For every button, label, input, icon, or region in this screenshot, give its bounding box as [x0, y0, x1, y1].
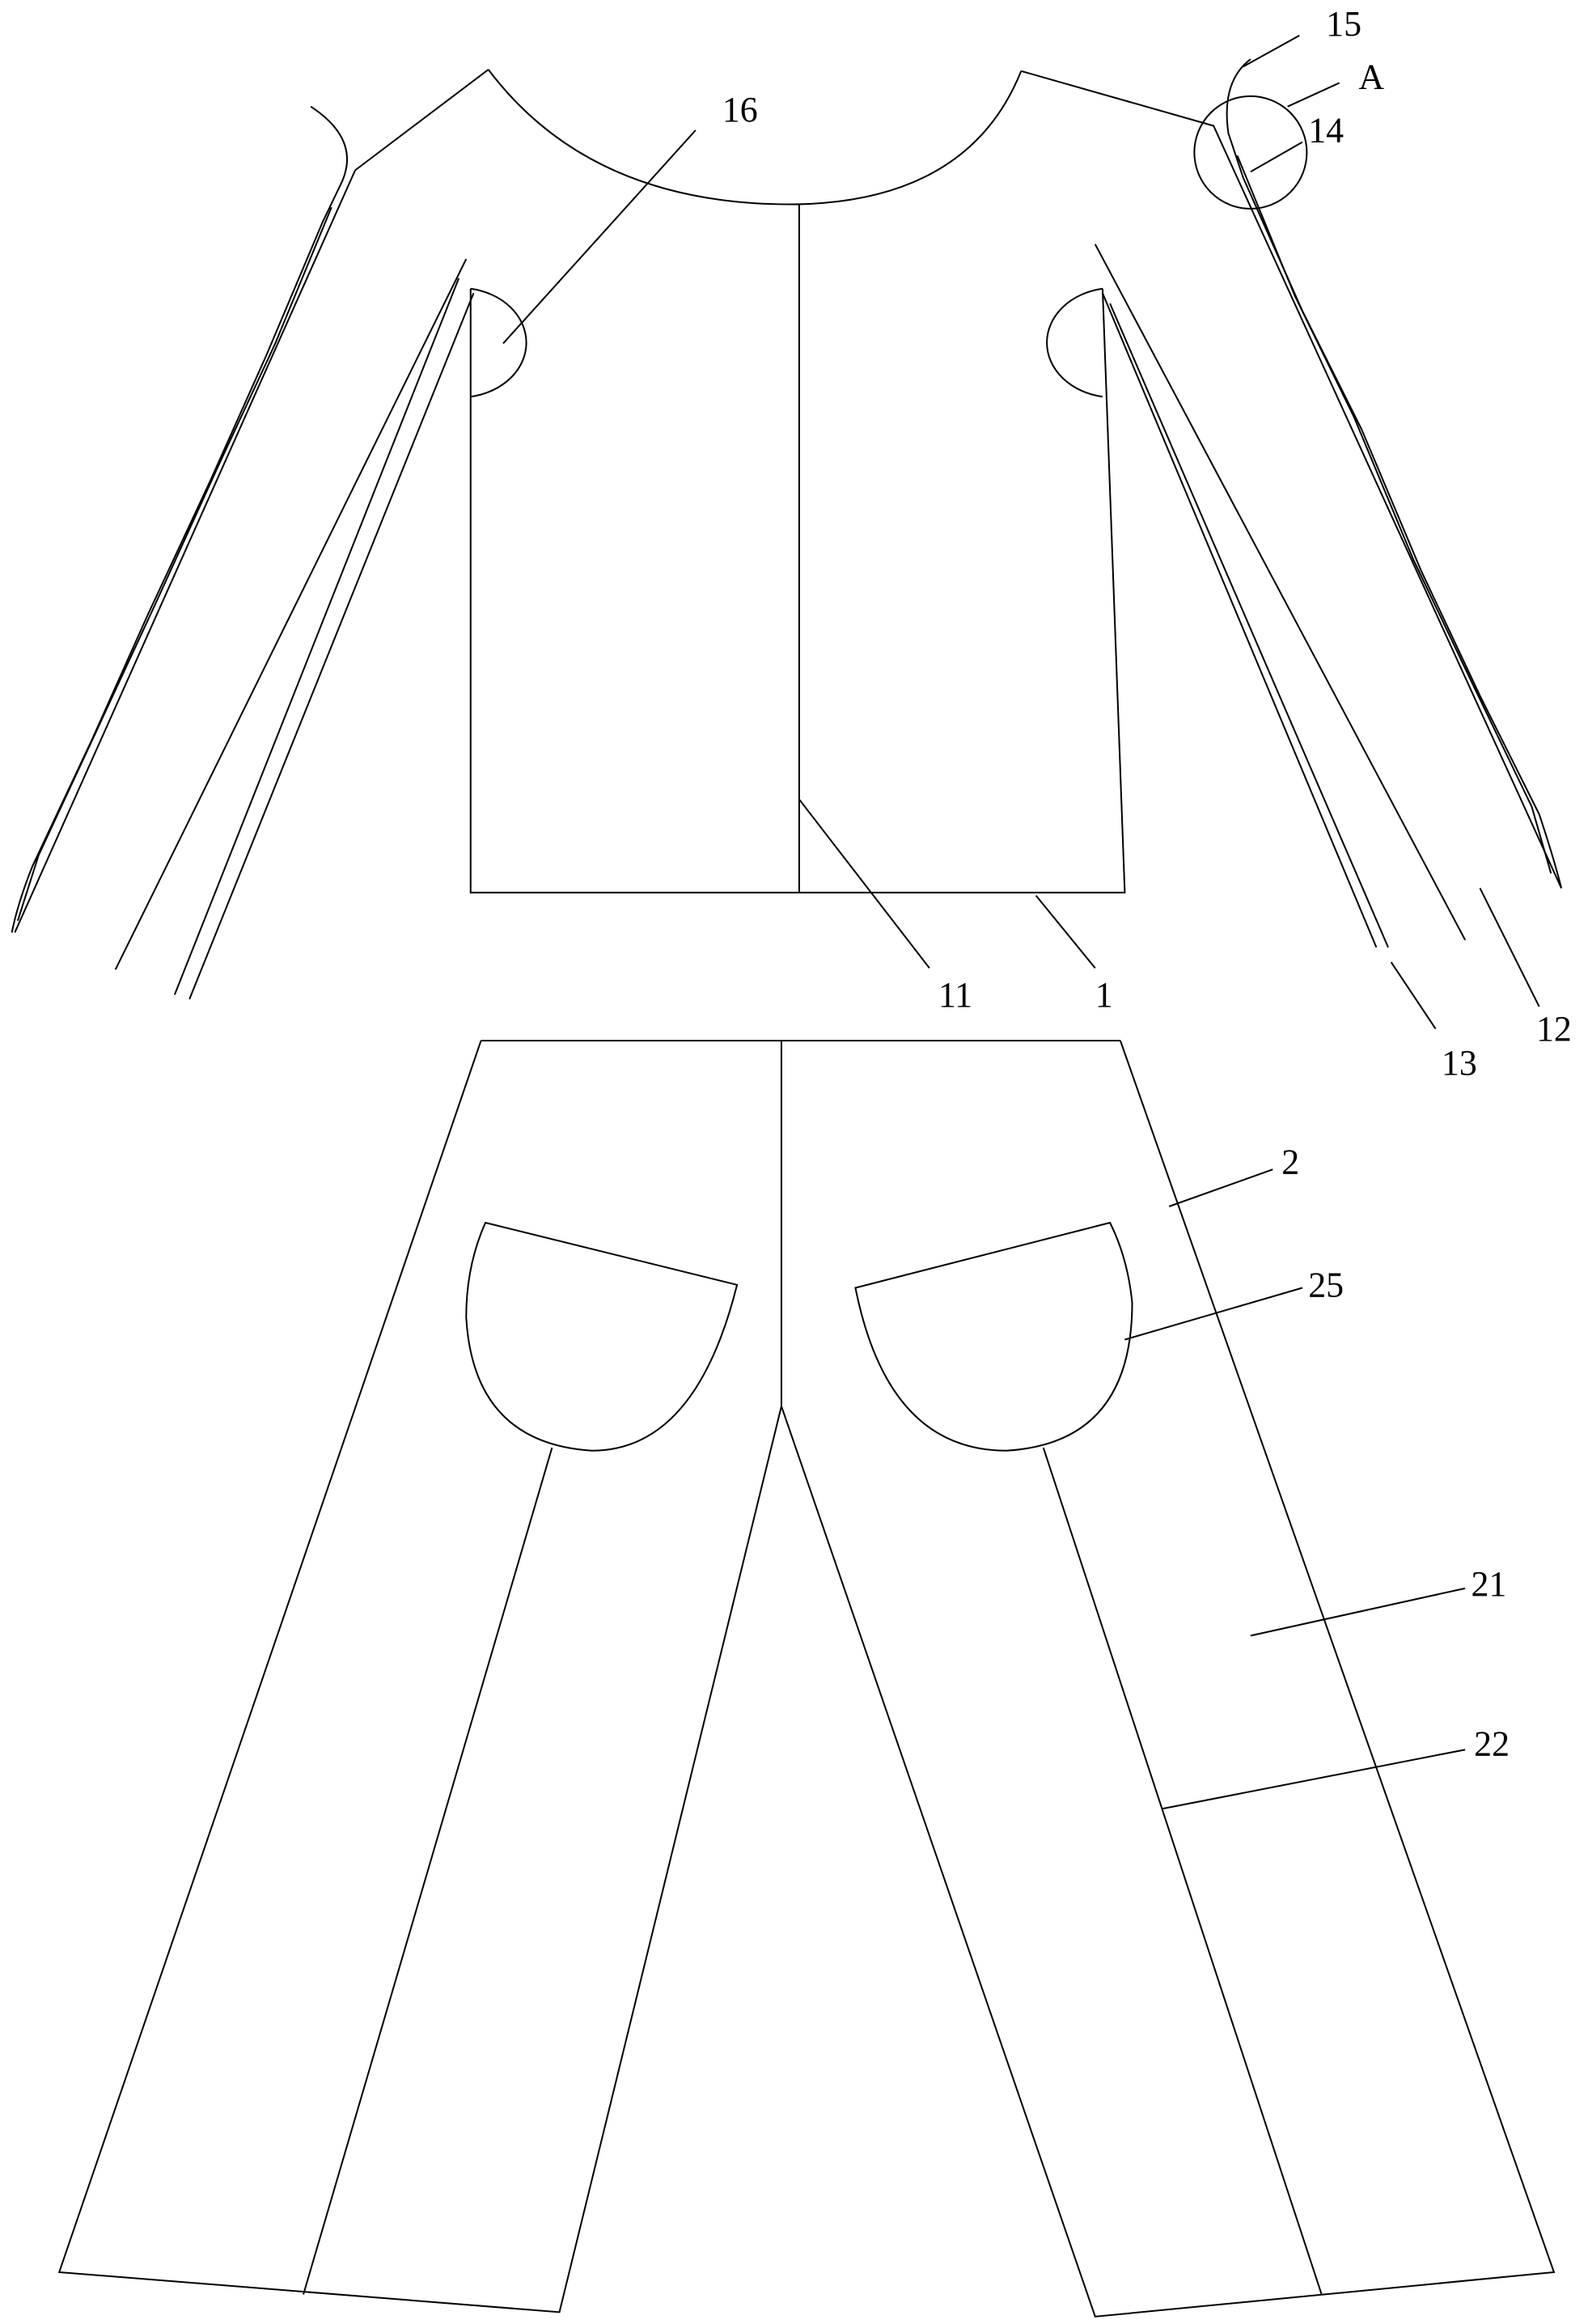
label-1: 1 — [1095, 976, 1113, 1015]
label-13: 13 — [1442, 1044, 1477, 1083]
right-shirt-pocket — [1046, 287, 1103, 398]
left-shoulder — [354, 69, 489, 172]
left-drawstring-2 — [16, 206, 332, 922]
label-16: 16 — [722, 91, 758, 129]
label-14: 14 — [1308, 112, 1344, 151]
right-stripe — [1042, 1447, 1323, 2295]
label-11: 11 — [938, 976, 972, 1015]
detail-callout-circle — [1193, 95, 1308, 210]
left-drawstring — [11, 105, 348, 933]
right-sleeve-line-2 — [1102, 292, 1378, 948]
left-sleeve-outer — [14, 169, 356, 933]
left-shirt-pocket — [470, 287, 527, 398]
label-2: 2 — [1281, 1143, 1299, 1182]
shirt — [11, 58, 1563, 1000]
right-sleeve-line-3 — [1109, 303, 1389, 948]
left-sleeve-line-3 — [188, 292, 475, 1000]
left-trouser-pocket — [465, 1221, 739, 1452]
left-sleeve-line-2 — [173, 278, 460, 995]
label-21: 21 — [1471, 1565, 1506, 1604]
trousers — [57, 1039, 1556, 2318]
left-sleeve-line-1 — [114, 258, 468, 970]
label-15: 15 — [1326, 5, 1361, 44]
right-trouser-pocket — [854, 1221, 1133, 1452]
left-outer-seam — [57, 1040, 1556, 2318]
label-12: 12 — [1536, 1010, 1572, 1049]
label-25: 25 — [1308, 1266, 1344, 1304]
right-drawstring-2 — [1236, 155, 1552, 874]
neckline — [487, 69, 1023, 206]
reference-labels: 16 15 A 14 11 1 13 12 2 25 21 22 — [722, 5, 1572, 1764]
right-shoulder — [1021, 70, 1562, 888]
right-sleeve-line-1 — [1094, 244, 1467, 941]
label-22: 22 — [1474, 1725, 1510, 1764]
leader-lines — [502, 35, 1540, 1810]
label-A: A — [1358, 58, 1384, 97]
shirt-body — [469, 288, 1126, 894]
left-stripe — [303, 1447, 553, 2295]
